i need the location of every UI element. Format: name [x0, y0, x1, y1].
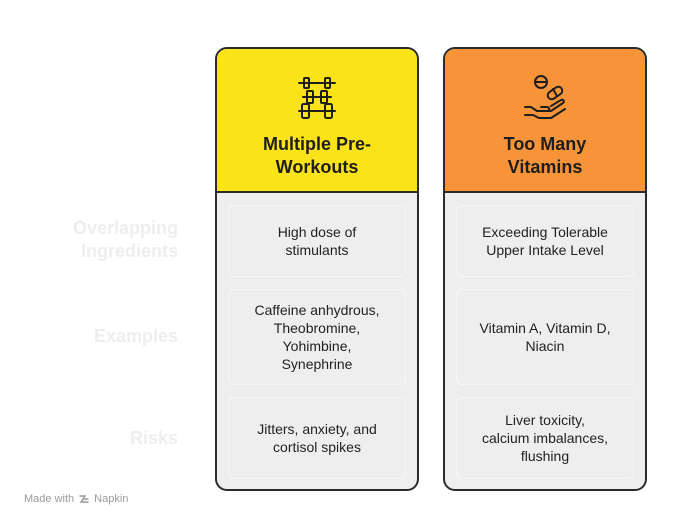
column-title-line: Multiple Pre-	[262, 134, 371, 154]
cell-line: Liver toxicity,	[505, 412, 585, 428]
cell-line: Jitters, anxiety, and	[257, 421, 377, 437]
cell-risks: Liver toxicity, calcium imbalances, flus…	[456, 397, 634, 479]
column-header: Too Many Vitamins	[445, 49, 645, 193]
column-header: Multiple Pre- Workouts	[217, 49, 417, 193]
column-multiple-pre-workouts: Multiple Pre- Workouts High dose of stim…	[215, 47, 419, 491]
row-label-line: Overlapping	[72, 218, 178, 238]
cell-line: High dose of	[277, 224, 357, 240]
cell-examples: Vitamin A, Vitamin D, Niacin	[456, 289, 634, 385]
cell-examples: Caffeine anhydrous, Theobromine, Yohimbi…	[228, 289, 406, 385]
cell-overlapping-ingredients: High dose of stimulants	[228, 205, 406, 277]
dumbbell-icon	[298, 77, 336, 119]
column-title-line: Vitamins	[507, 157, 583, 177]
row-label-overlapping-ingredients: Overlapping Ingredients	[8, 217, 178, 263]
footer-watermark: Made with Napkin	[24, 493, 128, 505]
cell-line: stimulants	[285, 242, 349, 258]
napkin-logo-icon	[79, 495, 89, 503]
cell-line: Upper Intake Level	[486, 242, 604, 258]
cell-line: Niacin	[525, 338, 565, 354]
column-title: Multiple Pre- Workouts	[217, 133, 417, 179]
cell-risks: Jitters, anxiety, and cortisol spikes	[228, 397, 406, 479]
row-label-risks: Risks	[8, 427, 178, 450]
column-title-line: Too Many	[503, 134, 587, 154]
column-title: Too Many Vitamins	[445, 133, 645, 179]
cell-line: Synephrine	[281, 356, 353, 372]
cell-overlapping-ingredients: Exceeding Tolerable Upper Intake Level	[456, 205, 634, 277]
cell-line: flushing	[520, 448, 570, 464]
footer-brand: Napkin	[94, 493, 129, 505]
cell-line: Caffeine anhydrous,	[254, 302, 380, 318]
row-label-line: Ingredients	[80, 241, 178, 261]
column-title-line: Workouts	[275, 157, 359, 177]
footer-text: Made with	[24, 493, 75, 505]
row-label-examples: Examples	[8, 325, 178, 348]
row-label-line: Examples	[93, 326, 178, 346]
cell-line: cortisol spikes	[273, 439, 361, 455]
cell-line: Exceeding Tolerable	[482, 224, 608, 240]
column-too-many-vitamins: Too Many Vitamins Exceeding Tolerable Up…	[443, 47, 647, 491]
cell-line: Theobromine,	[273, 320, 361, 336]
cell-line: Vitamin A, Vitamin D,	[479, 320, 611, 336]
pill-hand-icon	[524, 75, 566, 119]
cell-line: calcium imbalances,	[481, 430, 609, 446]
cell-line: Yohimbine,	[282, 338, 352, 354]
row-label-line: Risks	[129, 428, 178, 448]
